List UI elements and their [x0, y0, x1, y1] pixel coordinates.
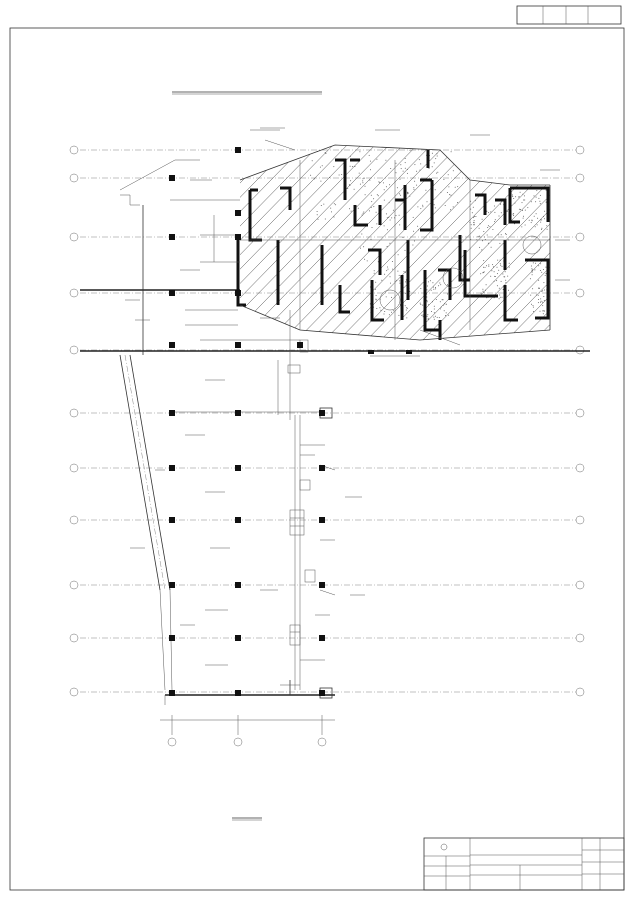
- upper-left-structure: [119, 129, 461, 360]
- structural-column: [169, 635, 175, 641]
- structural-column: [169, 410, 175, 416]
- upper-building-block: [236, 144, 551, 341]
- annotation-marks: [130, 127, 570, 666]
- structural-column: [235, 410, 241, 416]
- structural-column: [235, 465, 241, 471]
- structural-column: [319, 410, 325, 416]
- bottom-dimension-marks: [160, 715, 335, 735]
- structural-column: [235, 234, 241, 240]
- structural-column: [319, 517, 325, 523]
- grid-bubbles: [69, 145, 585, 747]
- sheet-code-box: [516, 5, 622, 25]
- structural-column: [235, 582, 241, 588]
- structural-column: [297, 342, 303, 348]
- structural-column: [235, 147, 241, 153]
- sheet-border: [9, 27, 625, 891]
- structural-column: [235, 690, 241, 696]
- structural-column: [169, 175, 175, 181]
- structural-column: [319, 635, 325, 641]
- structural-column: [169, 517, 175, 523]
- hatch-pattern: [240, 145, 550, 340]
- structural-column: [169, 290, 175, 296]
- structural-column: [169, 582, 175, 588]
- structural-column: [235, 517, 241, 523]
- main-slab-lines: [80, 289, 590, 696]
- grid-axes-horizontal: [80, 149, 580, 693]
- structural-column: [319, 582, 325, 588]
- structural-column: [169, 234, 175, 240]
- structural-column: [169, 465, 175, 471]
- structural-column: [319, 690, 325, 696]
- structural-column: [235, 290, 241, 296]
- lower-podium-structure: [119, 354, 362, 705]
- structural-column: [319, 465, 325, 471]
- structural-column: [235, 210, 241, 216]
- structural-column: [235, 342, 241, 348]
- structural-column: [169, 690, 175, 696]
- structural-columns: [169, 147, 325, 696]
- lower-plan-title: [232, 817, 262, 821]
- structural-column: [169, 342, 175, 348]
- title-block: [423, 837, 625, 891]
- plan-title-area: [172, 91, 322, 95]
- structural-column: [235, 635, 241, 641]
